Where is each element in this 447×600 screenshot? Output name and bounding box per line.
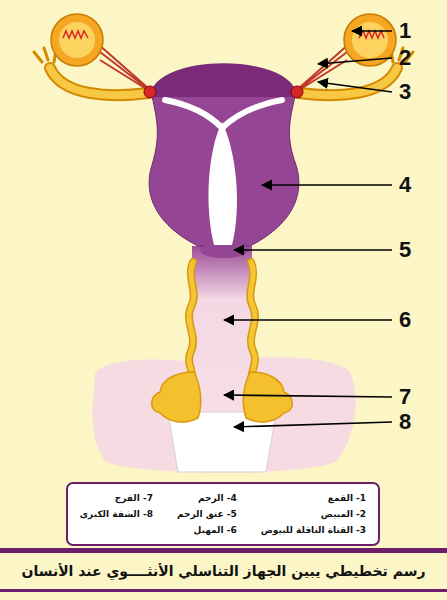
key-entry: 6- المهبل [193,522,236,538]
callout-number: 3 [399,80,411,104]
key-entry: 3- القناة الناقلة للبيوض [261,522,366,538]
uterus [144,63,303,258]
key-entry: 1- القمع [328,490,366,506]
key-entry: 5- عنق الرحم [177,506,237,522]
key-box: 1- القمع2- المبيض3- القناة الناقلة للبيو… [66,482,380,546]
labia [152,372,293,422]
callout-number: 6 [399,308,411,332]
leader-arrows [224,31,392,427]
callout-number: 8 [399,410,411,434]
key-entry: 7- الفرج [115,490,153,506]
caption: رسم تخطيطي يبين الجهاز التناسلي الأنثـــ… [0,561,447,581]
key-entry: 4- الرحم [198,490,237,506]
key-entry: 2- المبيض [321,506,366,522]
callout-number: 7 [399,385,411,409]
key-entry: 8- الشفة الكبرى [80,506,153,522]
ovary-tube-left [34,14,148,95]
callout-number: 4 [399,173,411,197]
frame-bar [0,548,447,553]
ovary-tube-right [299,14,413,95]
vagina-wall [189,262,255,382]
callout-number: 1 [399,19,411,43]
callout-number: 2 [399,46,411,70]
frame-bar [0,589,447,592]
callout-number: 5 [399,238,411,262]
